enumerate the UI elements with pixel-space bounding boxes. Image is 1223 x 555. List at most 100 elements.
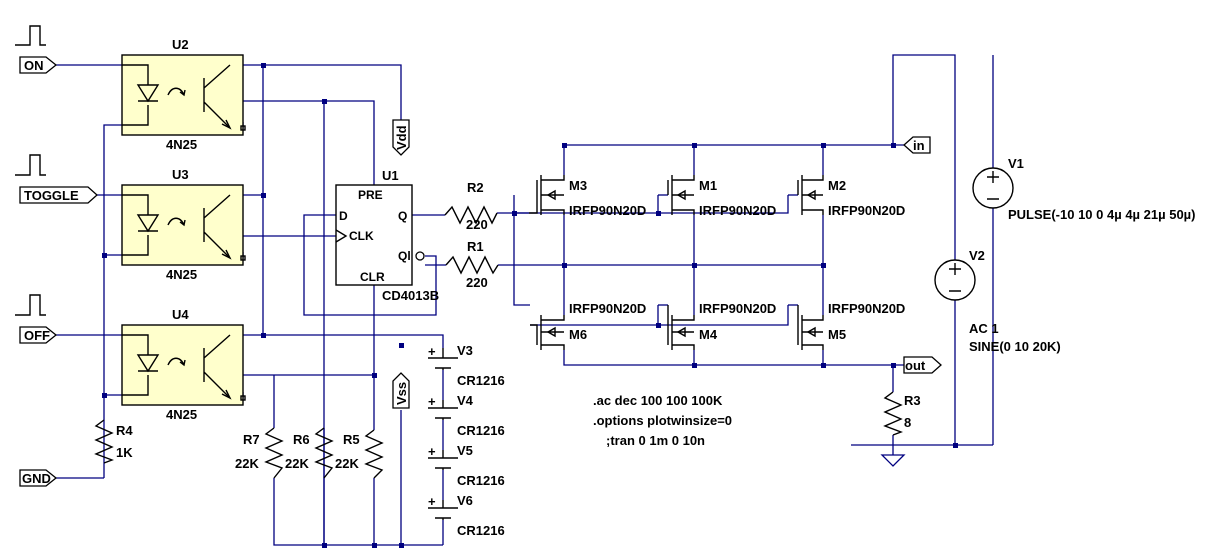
directive-tran: ;tran 0 1m 0 10n	[606, 433, 705, 448]
resistor-r1[interactable]: R1 220	[445, 239, 499, 290]
svg-text:CD4013B: CD4013B	[382, 288, 439, 303]
port-on[interactable]: ON	[19, 56, 58, 74]
svg-text:+: +	[428, 444, 436, 459]
port-gnd[interactable]: GND	[19, 469, 58, 487]
svg-text:in: in	[913, 138, 925, 153]
svg-text:22K: 22K	[335, 456, 359, 471]
svg-text:IRFP90N20D: IRFP90N20D	[699, 203, 776, 218]
mosfet-m2[interactable]: M2 IRFP90N20D	[797, 175, 905, 218]
svg-text:+: +	[428, 494, 436, 509]
optocoupler-u2[interactable]: U2 4N25	[121, 37, 246, 152]
svg-text:PULSE(-10 10 0 4µ 4µ 21µ 50µ): PULSE(-10 10 0 4µ 4µ 21µ 50µ)	[1008, 207, 1196, 222]
mosfet-m5[interactable]: IRFP90N20D M5	[797, 301, 905, 350]
svg-text:U3: U3	[172, 167, 189, 182]
optocoupler-u3[interactable]: U3 4N25	[121, 167, 246, 282]
mosfet-m6[interactable]: IRFP90N20D M6	[530, 301, 646, 350]
svg-text:M2: M2	[828, 178, 846, 193]
resistor-r2[interactable]: R2 220	[444, 180, 498, 232]
battery-v5[interactable]: + V5 CR1216	[428, 443, 505, 488]
svg-text:M6: M6	[569, 327, 587, 342]
port-vss[interactable]: Vss	[392, 372, 410, 409]
svg-text:220: 220	[466, 217, 488, 232]
port-off[interactable]: OFF	[19, 326, 58, 344]
svg-text:V4: V4	[457, 393, 474, 408]
pulse-waveform-icon	[15, 25, 46, 46]
directive-ac: .ac dec 100 100 100K	[593, 393, 723, 408]
svg-text:D: D	[339, 209, 348, 223]
resistor-r7[interactable]: R7 22K	[235, 427, 284, 479]
svg-text:IRFP90N20D: IRFP90N20D	[828, 301, 905, 316]
port-vdd[interactable]: Vdd	[392, 119, 410, 156]
resistor-r6[interactable]: R6 22K	[285, 427, 334, 479]
voltage-source-v2[interactable]: V2 AC 1 SINE(0 10 20K)	[934, 248, 1061, 354]
svg-text:22K: 22K	[285, 456, 309, 471]
svg-text:SINE(0 10 20K): SINE(0 10 20K)	[969, 339, 1061, 354]
svg-text:IRFP90N20D: IRFP90N20D	[828, 203, 905, 218]
svg-text:Ql: Ql	[398, 249, 411, 263]
port-in[interactable]: in	[903, 136, 931, 154]
svg-text:R5: R5	[343, 432, 360, 447]
svg-text:R7: R7	[243, 432, 260, 447]
svg-text:ON: ON	[24, 58, 44, 73]
voltage-source-v1[interactable]: V1 PULSE(-10 10 0 4µ 4µ 21µ 50µ)	[972, 156, 1196, 222]
svg-text:IRFP90N20D: IRFP90N20D	[699, 301, 776, 316]
svg-text:220: 220	[466, 275, 488, 290]
svg-text:GND: GND	[22, 471, 51, 486]
spice-directives: .ac dec 100 100 100K .options plotwinsiz…	[593, 393, 732, 448]
junction-dots	[102, 63, 958, 548]
svg-text:V2: V2	[969, 248, 985, 263]
mosfet-m4[interactable]: IRFP90N20D M4	[667, 301, 776, 350]
svg-text:CR1216: CR1216	[457, 473, 505, 488]
svg-text:IRFP90N20D: IRFP90N20D	[569, 203, 646, 218]
svg-text:V1: V1	[1008, 156, 1024, 171]
pulse-waveform-icon	[15, 154, 46, 176]
svg-text:4N25: 4N25	[166, 137, 197, 152]
resistor-r5[interactable]: R5 22K	[335, 429, 384, 479]
svg-text:V3: V3	[457, 343, 473, 358]
svg-text:V5: V5	[457, 443, 473, 458]
svg-text:CLK: CLK	[349, 229, 374, 243]
svg-text:V6: V6	[457, 493, 473, 508]
svg-text:OFF: OFF	[24, 328, 50, 343]
ground-symbol-icon	[880, 454, 906, 467]
wires	[56, 54, 994, 546]
svg-text:CR1216: CR1216	[457, 373, 505, 388]
svg-text:out: out	[905, 358, 926, 373]
svg-text:IRFP90N20D: IRFP90N20D	[569, 301, 646, 316]
battery-v6[interactable]: + V6 CR1216	[428, 493, 505, 538]
svg-text:+: +	[428, 344, 436, 359]
svg-text:R1: R1	[467, 239, 484, 254]
battery-v3[interactable]: + V3 CR1216	[428, 343, 505, 388]
svg-text:R2: R2	[467, 180, 484, 195]
svg-text:R6: R6	[293, 432, 310, 447]
mosfet-m3[interactable]: M3 IRFP90N20D	[529, 175, 646, 218]
resistor-r3[interactable]: R3 8	[883, 391, 921, 436]
svg-text:4N25: 4N25	[166, 407, 197, 422]
svg-text:+: +	[428, 394, 436, 409]
pulse-waveform-icon	[15, 294, 46, 316]
svg-text:Vdd: Vdd	[394, 125, 409, 150]
svg-text:M4: M4	[699, 327, 718, 342]
battery-v4[interactable]: + V4 CR1216	[428, 393, 505, 438]
mosfet-m1[interactable]: M1 IRFP90N20D	[667, 175, 776, 218]
flipflop-u1[interactable]: U1 PRE D CLK Q Ql CLR CD4013B	[335, 168, 439, 303]
svg-text:R3: R3	[904, 393, 921, 408]
optocoupler-u4[interactable]: U4 4N25	[121, 307, 246, 422]
port-out[interactable]: out	[903, 356, 942, 374]
svg-text:AC 1: AC 1	[969, 321, 999, 336]
svg-text:M3: M3	[569, 178, 587, 193]
svg-text:4N25: 4N25	[166, 267, 197, 282]
svg-text:Q: Q	[398, 209, 407, 223]
port-toggle[interactable]: TOGGLE	[19, 186, 98, 204]
svg-text:CR1216: CR1216	[457, 523, 505, 538]
resistor-r4[interactable]: R4 1K	[94, 419, 133, 464]
svg-text:Vss: Vss	[394, 382, 409, 405]
svg-text:8: 8	[904, 415, 911, 430]
svg-text:U2: U2	[172, 37, 189, 52]
svg-text:CLR: CLR	[360, 270, 385, 284]
svg-text:TOGGLE: TOGGLE	[24, 188, 79, 203]
svg-text:CR1216: CR1216	[457, 423, 505, 438]
svg-text:R4: R4	[116, 423, 133, 438]
svg-text:22K: 22K	[235, 456, 259, 471]
